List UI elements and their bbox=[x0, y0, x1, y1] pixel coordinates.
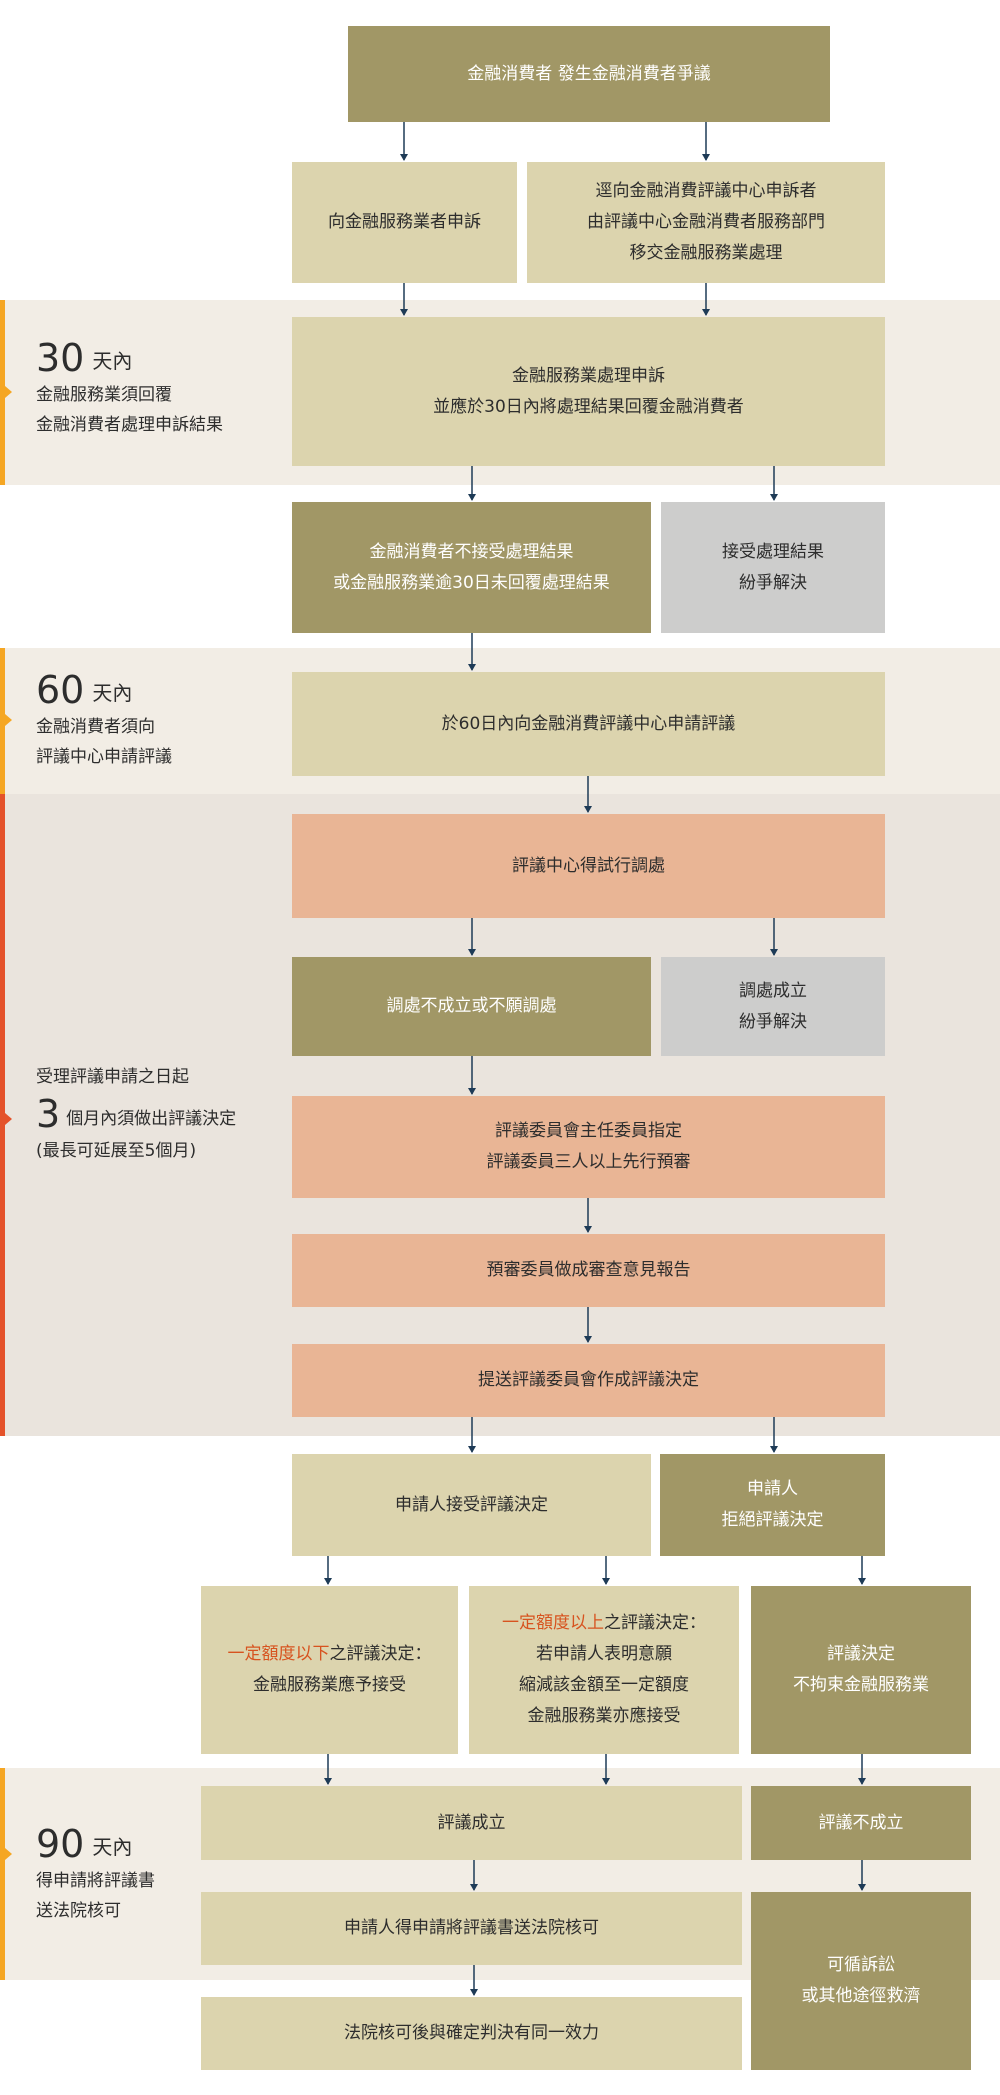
sidebar-90-days: 90 天內 得申請將評議書 送法院核可 bbox=[36, 1822, 155, 1926]
complain-center-line: 由評議中心金融消費者服務部門 bbox=[587, 212, 825, 232]
sidebar-text: 金融消費者須向 bbox=[36, 717, 155, 737]
not-binding-box: 評議決定 不拘束金融服務業 bbox=[751, 1586, 971, 1754]
accept-line: 接受處理結果 bbox=[722, 541, 824, 562]
applicant-reject-box: 申請人 拒絕評議決定 bbox=[660, 1454, 885, 1556]
sidebar-text: (最長可延展至5個月) bbox=[36, 1141, 197, 1161]
not-binding-line: 評議決定 bbox=[827, 1644, 895, 1664]
decision-text: 提送評議委員會作成評議決定 bbox=[478, 1370, 699, 1390]
apply-review-box: 於60日內向金融消費評議中心申請評議 bbox=[292, 672, 885, 776]
pre-review-text: 預審委員做成審查意見報告 bbox=[486, 1260, 691, 1280]
above-limit-line: 若申請人表明意願 bbox=[536, 1644, 672, 1664]
above-limit-line: 縮減該金額至一定額度 bbox=[519, 1675, 689, 1695]
other-remedy-line: 可循訴訟 bbox=[827, 1955, 895, 1975]
sidebar-text: 金融服務業須回覆 bbox=[36, 385, 172, 405]
sidebar-30-days: 30 天內 金融服務業須回覆 金融消費者處理申訴結果 bbox=[36, 336, 223, 440]
other-remedy-line: 或其他途徑救濟 bbox=[801, 1986, 921, 2006]
sidebar-text: 金融消費者處理申訴結果 bbox=[36, 415, 223, 435]
complain-center-line: 逕向金融消費評議中心申訴者 bbox=[595, 181, 817, 201]
pre-review-box: 預審委員做成審查意見報告 bbox=[292, 1234, 885, 1307]
review-established-text: 評議成立 bbox=[437, 1812, 506, 1833]
committee-assign-line: 評議委員三人以上先行預審 bbox=[486, 1152, 691, 1172]
applicant-accept-box: 申請人接受評議決定 bbox=[292, 1454, 651, 1556]
not-accept-line: 或金融服務業逾30日未回覆處理結果 bbox=[333, 572, 610, 593]
sidebar-90-days-heading: 90 天內 bbox=[36, 1822, 155, 1866]
business-handles-line: 並應於30日內將處理結果回覆金融消費者 bbox=[433, 396, 744, 417]
months-unit: 個月內須做出評議決定 bbox=[66, 1109, 237, 1129]
sidebar-60-days: 60 天內 金融消費者須向 評議中心申請評議 bbox=[36, 668, 172, 772]
days-number: 30 bbox=[36, 336, 85, 380]
review-not-established-text: 評議不成立 bbox=[818, 1812, 904, 1833]
court-effect-text: 法院核可後與確定判決有同一效力 bbox=[344, 2023, 599, 2043]
sidebar-30-days-heading: 30 天內 bbox=[36, 336, 223, 380]
not-accept-line: 金融消費者不接受處理結果 bbox=[369, 541, 574, 562]
below-limit-highlight: 一定額度以 bbox=[227, 1644, 313, 1664]
mediation-success-box: 調處成立 紛爭解決 bbox=[661, 957, 885, 1056]
months-number: 3 bbox=[36, 1092, 61, 1136]
above-limit-highlight-key: 上 bbox=[587, 1613, 604, 1633]
complain-business-box: 向金融服務業者申訴 bbox=[292, 162, 517, 283]
above-limit-line: 金融服務業亦應接受 bbox=[527, 1706, 681, 1726]
mediation-fail-text: 調處不成立或不願調處 bbox=[386, 996, 557, 1016]
above-limit-suffix: 之評議決定： bbox=[604, 1613, 706, 1633]
mediation-attempt-text: 評議中心得試行調處 bbox=[512, 855, 665, 876]
not-accept-box: 金融消費者不接受處理結果 或金融服務業逾30日未回覆處理結果 bbox=[292, 502, 651, 633]
start-text: 金融消費者 發生金融消費者爭議 bbox=[467, 63, 711, 84]
court-effect-box: 法院核可後與確定判決有同一效力 bbox=[201, 1997, 742, 2070]
sidebar-text: 受理評議申請之日起 bbox=[36, 1067, 189, 1087]
sidebar-text: 評議中心申請評議 bbox=[36, 747, 172, 767]
days-number: 90 bbox=[36, 1822, 85, 1866]
accept-box: 接受處理結果 紛爭解決 bbox=[661, 502, 885, 633]
below-limit-box: 一定額度以下之評議決定： 金融服務業應予接受 bbox=[201, 1586, 458, 1754]
mediation-attempt-box: 評議中心得試行調處 bbox=[292, 814, 885, 918]
mediation-fail-box: 調處不成立或不願調處 bbox=[292, 957, 651, 1056]
start-box: 金融消費者 發生金融消費者爭議 bbox=[348, 26, 830, 122]
sidebar-text: 得申請將評議書 bbox=[36, 1871, 155, 1891]
sidebar-60-days-heading: 60 天內 bbox=[36, 668, 172, 712]
applicant-reject-line: 申請人 bbox=[747, 1479, 798, 1499]
decision-box: 提送評議委員會作成評議決定 bbox=[292, 1344, 885, 1417]
review-established-box: 評議成立 bbox=[201, 1786, 742, 1860]
below-limit-suffix: 之評議決定： bbox=[329, 1644, 432, 1664]
business-handles-line: 金融服務業處理申訴 bbox=[511, 365, 665, 386]
mediation-success-line: 紛爭解決 bbox=[739, 1011, 807, 1032]
above-limit-heading: 一定額度以上之評議決定： bbox=[502, 1608, 706, 1639]
above-limit-highlight: 一定額度以 bbox=[502, 1613, 587, 1633]
above-limit-box: 一定額度以上之評議決定： 若申請人表明意願 縮減該金額至一定額度 金融服務業亦應… bbox=[469, 1586, 739, 1754]
mediation-success-line: 調處成立 bbox=[739, 980, 807, 1001]
committee-assign-box: 評議委員會主任委員指定 評議委員三人以上先行預審 bbox=[292, 1096, 885, 1198]
accept-line: 紛爭解決 bbox=[739, 572, 807, 593]
court-send-box: 申請人得申請將評議書送法院核可 bbox=[201, 1892, 742, 1965]
applicant-reject-line: 拒絕評議決定 bbox=[721, 1510, 824, 1530]
below-limit-heading: 一定額度以下之評議決定： bbox=[228, 1639, 432, 1670]
applicant-accept-text: 申請人接受評議決定 bbox=[395, 1494, 548, 1515]
apply-review-text: 於60日內向金融消費評議中心申請評議 bbox=[441, 713, 736, 734]
complain-center-box: 逕向金融消費評議中心申訴者 由評議中心金融消費者服務部門 移交金融服務業處理 bbox=[527, 162, 885, 283]
sidebar-text: 送法院核可 bbox=[36, 1901, 121, 1921]
days-unit: 天內 bbox=[92, 349, 133, 373]
days-unit: 天內 bbox=[92, 1835, 133, 1859]
complain-center-line: 移交金融服務業處理 bbox=[629, 243, 783, 263]
committee-assign-line: 評議委員會主任委員指定 bbox=[495, 1121, 682, 1141]
complain-business-text: 向金融服務業者申訴 bbox=[328, 212, 481, 232]
review-not-established-box: 評議不成立 bbox=[751, 1786, 971, 1860]
not-binding-line: 不拘束金融服務業 bbox=[793, 1675, 929, 1695]
days-number: 60 bbox=[36, 668, 85, 712]
below-limit-line: 金融服務業應予接受 bbox=[253, 1675, 406, 1695]
below-limit-highlight-key: 下 bbox=[312, 1644, 330, 1664]
court-send-text: 申請人得申請將評議書送法院核可 bbox=[344, 1918, 599, 1938]
business-handles-box: 金融服務業處理申訴 並應於30日內將處理結果回覆金融消費者 bbox=[292, 317, 885, 466]
days-unit: 天內 bbox=[92, 681, 133, 705]
other-remedy-box: 可循訴訟 或其他途徑救濟 bbox=[751, 1892, 971, 2070]
